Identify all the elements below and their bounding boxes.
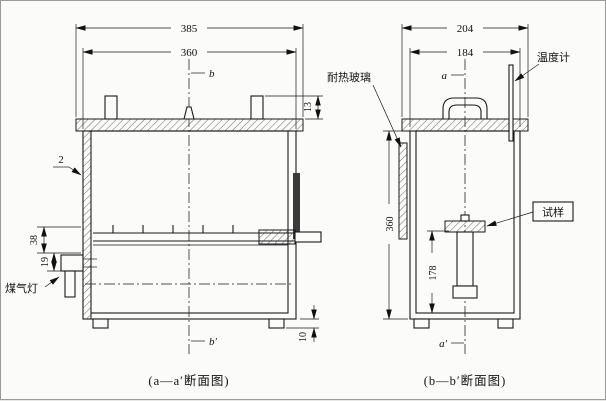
- gas-burner-leader: [44, 276, 60, 288]
- vent-stub-left: [104, 95, 118, 120]
- foot-left: [92, 318, 109, 329]
- left-view-dimensions: 385 360 b 13 2 38 19 煤气灯 10: [5, 20, 323, 388]
- shelf-handle: [294, 231, 322, 243]
- section-label-a-top: a: [442, 70, 448, 82]
- dim-specimen-height: 178: [428, 266, 439, 281]
- specimen-shelf: [93, 225, 322, 246]
- center-funnel: [183, 106, 195, 120]
- left-view-drawing: [60, 59, 322, 354]
- heat-resistant-glass: [398, 142, 408, 240]
- foot-right: [497, 318, 514, 329]
- vent-stub-right: [250, 95, 264, 120]
- dim-foot-height: 10: [298, 332, 309, 342]
- dim-body-height: 360: [385, 217, 396, 232]
- glass-window-edge: [293, 173, 300, 239]
- right-view-dimensions: 204 184 a 温度计 耐热玻璃 360 178 试样 a′ (: [327, 20, 574, 388]
- right-view-drawing: [398, 59, 529, 354]
- dim-stub-height: 13: [303, 102, 314, 112]
- section-label-b-top: b: [209, 68, 215, 80]
- thermometer-leader: [514, 63, 540, 82]
- left-view-caption: (a—a′断面图): [148, 373, 229, 388]
- specimen-assembly: [444, 214, 486, 299]
- dim-overall-width-right: 204: [457, 23, 474, 35]
- section-label-b-bottom: b′: [209, 336, 218, 348]
- foot-left: [413, 318, 430, 329]
- body-inner-wall: [415, 130, 515, 314]
- gas-burner-label: 煤气灯: [5, 281, 38, 295]
- body-inner-wall: [90, 130, 289, 314]
- dim-overall-width-left: 385: [181, 23, 198, 35]
- dim-wall-thickness: 2: [58, 154, 64, 166]
- left-wall-section: [82, 130, 92, 320]
- dim-body-width-right: 184: [457, 47, 474, 59]
- gas-burner: [60, 254, 97, 298]
- right-view-caption: (b—b′断面图): [424, 373, 507, 388]
- thermometer: [508, 64, 514, 142]
- dim-burner-height: 19: [40, 257, 51, 267]
- heat-glass-leader: [372, 84, 402, 148]
- body-outer-wall: [82, 130, 297, 320]
- specimen-leader: [486, 211, 534, 227]
- specimen-label-box: [532, 201, 574, 222]
- dim-shelf-height: 38: [29, 235, 40, 245]
- furnace-lid: [75, 118, 304, 132]
- thermometer-label: 温度计: [537, 50, 570, 64]
- lid-handle: [442, 97, 488, 119]
- section-label-a-bottom: a′: [439, 338, 448, 350]
- dim-body-width-left: 360: [181, 47, 198, 59]
- heat-glass-label: 耐热玻璃: [327, 70, 371, 84]
- foot-right: [268, 318, 285, 329]
- specimen-label: 试样: [542, 205, 564, 219]
